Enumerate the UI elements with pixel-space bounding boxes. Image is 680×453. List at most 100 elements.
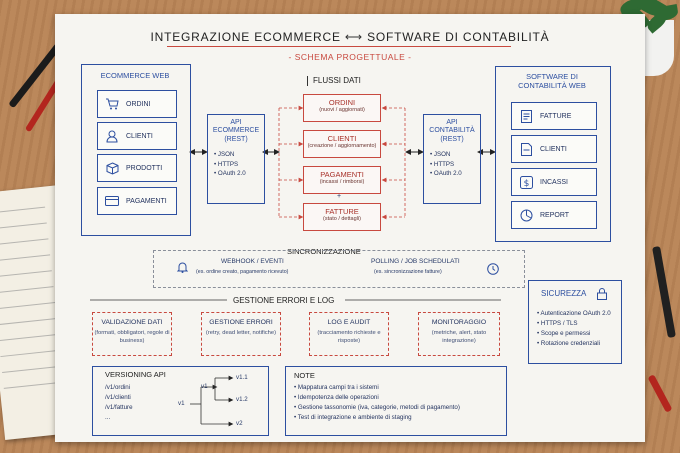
title-underline [167, 46, 511, 47]
flow-label: PAGAMENTI [320, 170, 364, 179]
contabilita-item-label: INCASSI [540, 178, 569, 186]
api-contabilita-item: • OAuth 2.0 [430, 170, 462, 178]
connector-lines [90, 105, 501, 427]
version-leaf: v1.2 [236, 396, 248, 403]
note-title: NOTE [294, 371, 315, 380]
flow-plus: + [337, 193, 342, 200]
flow-label: ORDINI [328, 98, 356, 107]
svg-text:$: $ [523, 179, 529, 189]
webhook-sub: (es. ordine creato, pagamento ricevuto) [196, 269, 289, 275]
cart-icon [104, 96, 120, 112]
security-title: SICUREZZA [541, 289, 587, 298]
chart-icon [518, 207, 534, 223]
document-icon [518, 141, 534, 157]
title-right: SOFTWARE DI CONTABILITÀ [367, 30, 550, 44]
flow-clienti: CLIENTI (creazione / aggiornamento) [303, 130, 381, 158]
flow-sub: (nuovi / aggiornati) [319, 107, 365, 113]
user-icon [104, 128, 120, 144]
card-sub: (formati, obbligatori, regole di busines… [94, 330, 170, 344]
card-icon [104, 193, 120, 209]
lock-icon [597, 287, 607, 305]
api-ecommerce-item: • OAuth 2.0 [214, 170, 246, 178]
error-card-monitoraggio: MONITORAGGIO (metriche, alert, stato int… [418, 312, 500, 356]
ecommerce-item-label: PRODOTTI [126, 164, 163, 172]
flow-sub: (stato / dettagli) [323, 216, 361, 222]
flow-fatture: FATTURE (stato / dettagli) [303, 203, 381, 231]
ecommerce-item-pagamenti: PAGAMENTI [97, 187, 177, 215]
sync-box [153, 250, 525, 288]
note-item: • Mappatura campi tra i sistemi [294, 384, 379, 391]
bell-icon [176, 260, 189, 278]
flussi-title-bracket [307, 76, 358, 86]
card-title: VALIDAZIONE DATI [101, 319, 163, 326]
diagram-subtitle: - SCHEMA PROGETTUALE - [288, 52, 412, 62]
ecommerce-item-label: ORDINI [126, 100, 151, 108]
ecommerce-item-label: PAGAMENTI [126, 197, 167, 205]
polling-label: POLLING / JOB SCHEDULATI [371, 258, 460, 265]
title-arrow: ⟷ [344, 30, 363, 44]
contabilita-item-label: CLIENTI [540, 145, 567, 153]
security-box: SICUREZZA • Autenticazione OAuth 2.0 • H… [528, 280, 622, 364]
invoice-icon [518, 108, 534, 124]
contabilita-item-fatture: FATTURE [511, 102, 597, 130]
diagram-title: INTEGRAZIONE ECOMMERCE ⟷ SOFTWARE DI CON… [55, 30, 645, 44]
version-leaf: v2 [236, 420, 243, 427]
ecommerce-item-label: CLIENTI [126, 132, 153, 140]
contabilita-item-incassi: $ INCASSI [511, 168, 597, 196]
box-icon [104, 160, 120, 176]
error-card-log: LOG E AUDIT (tracciamento richieste e ri… [309, 312, 389, 356]
webhook-label: WEBHOOK / EVENTI [221, 258, 284, 265]
contabilita-item-label: FATTURE [540, 112, 572, 120]
note-item: • Idempotenza delle operazioni [294, 394, 379, 402]
contabilita-panel [495, 66, 611, 242]
api-ecommerce-item: • JSON [214, 151, 235, 159]
note-item: • Test di integrazione e ambiente di sta… [294, 414, 412, 422]
flow-label: CLIENTI [327, 134, 357, 143]
flow-label: FATTURE [325, 207, 359, 216]
contabilita-title: SOFTWARE DI CONTABILITÀ WEB [518, 72, 586, 91]
security-item: • HTTPS / TLS [537, 320, 578, 328]
api-contabilita-title: API CONTABILITÀ (REST) [429, 119, 475, 143]
api-ecommerce-title: API ECOMMERCE (REST) [212, 119, 260, 143]
security-item: • Scope e permessi [537, 330, 591, 338]
versioning-box [92, 366, 269, 436]
title-left: INTEGRAZIONE ECOMMERCE [150, 30, 341, 44]
ecommerce-panel [81, 64, 191, 236]
api-ecommerce-item: • HTTPS [214, 160, 239, 168]
sync-title: SINCRONIZZAZIONE [287, 247, 361, 256]
version-path: /v1/clienti [105, 393, 131, 401]
security-item: • Autenticazione OAuth 2.0 [537, 310, 611, 317]
version-path: /v1/fatture [105, 403, 133, 411]
api-contabilita-box: API CONTABILITÀ (REST) • JSON • HTTPS • … [423, 114, 481, 204]
contabilita-item-clienti: CLIENTI [511, 135, 597, 163]
card-title: LOG E AUDIT [327, 319, 371, 326]
polling-sub: (es. sincronizzazione fatture) [374, 269, 442, 275]
error-card-validazione: VALIDAZIONE DATI (formati, obbligatori, … [92, 312, 172, 356]
contabilita-item-label: REPORT [540, 211, 570, 219]
ecommerce-item-prodotti: PRODOTTI [97, 154, 177, 182]
api-contabilita-item: • JSON [430, 151, 451, 159]
api-ecommerce-box: API ECOMMERCE (REST) • JSON • HTTPS • OA… [207, 114, 265, 204]
flow-sub: (incassi / rimborsi) [319, 179, 365, 185]
dollar-icon: $ [518, 174, 534, 190]
diagram-sheet: INTEGRAZIONE ECOMMERCE ⟷ SOFTWARE DI CON… [55, 14, 645, 442]
card-title: GESTIONE ERRORI [209, 319, 273, 326]
card-sub: (tracciamento richieste e risposte) [317, 330, 381, 344]
version-branch: v1 [201, 383, 208, 390]
flow-pagamenti: PAGAMENTI (incassi / rimborsi) [303, 166, 381, 194]
version-leaf: v1.1 [236, 374, 248, 381]
card-title: MONITORAGGIO [431, 319, 487, 326]
ecommerce-item-ordini: ORDINI [97, 90, 177, 118]
note-item: • Gestione tassonomie (iva, categorie, m… [294, 404, 460, 412]
card-sub: (retry, dead letter, notifiche) [205, 330, 277, 336]
ecommerce-item-clienti: CLIENTI [97, 122, 177, 150]
version-root: v1 [178, 400, 185, 407]
clock-icon [487, 262, 499, 280]
security-item: • Rotazione credenziali [537, 340, 601, 348]
error-card-gestione: GESTIONE ERRORI (retry, dead letter, not… [201, 312, 281, 356]
contabilita-item-report: REPORT [511, 201, 597, 229]
ecommerce-title: ECOMMERCE WEB [100, 71, 170, 80]
flussi-title: FLUSSI DATI [313, 76, 361, 85]
card-sub: (metriche, alert, stato integrazione) [431, 330, 487, 344]
versioning-title: VERSIONING API [105, 370, 166, 379]
